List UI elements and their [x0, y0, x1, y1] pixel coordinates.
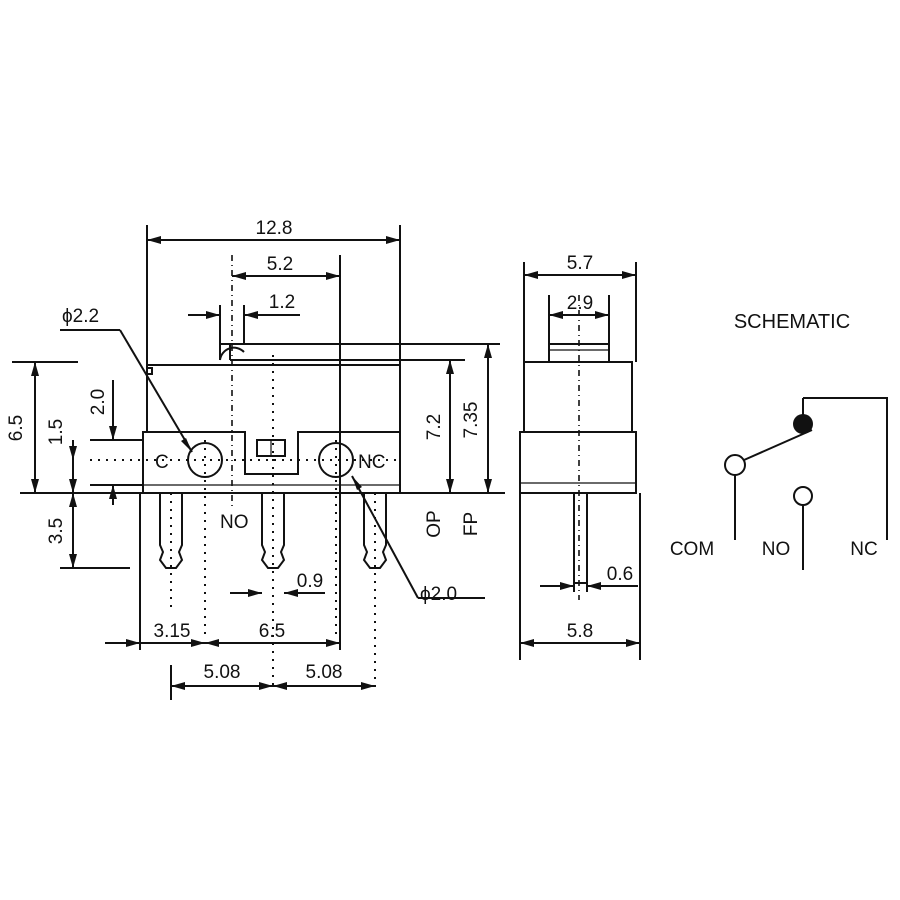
dim-pitch-right: 5.08: [306, 662, 343, 683]
dim-plunger-width: 2.9: [567, 293, 593, 314]
dim-pin-width: 0.9: [297, 571, 323, 592]
dim-overall-length: 12.8: [256, 218, 293, 239]
side-body-outline: [519, 343, 637, 584]
dim-actuator-width: 1.2: [269, 292, 295, 313]
actuator-lever: [219, 343, 445, 457]
dim-top-width: 5.7: [567, 253, 593, 274]
schematic-label-no: NO: [762, 539, 791, 560]
dim-body-height: 6.5: [6, 415, 27, 441]
dim-actuator-rise: 2.0: [88, 389, 109, 415]
dim-hole-dia-com: ϕ2.2: [62, 306, 99, 327]
schematic-label-com: COM: [670, 539, 714, 560]
dim-fp-height: 7.35: [461, 402, 482, 439]
dim-pitch-left: 5.08: [204, 662, 241, 683]
schematic-symbol: [724, 397, 888, 570]
label-fp: FP: [461, 512, 482, 536]
dim-com-to-nc: 6.5: [259, 621, 285, 642]
no-contact-circle: [793, 486, 813, 506]
schematic-label-nc: NC: [850, 539, 877, 560]
com-contact-circle: [724, 454, 746, 476]
schematic-title: SCHEMATIC: [734, 311, 850, 333]
dim-base-width: 5.8: [567, 621, 593, 642]
nc-contact-dot: [793, 414, 813, 434]
schematic: SCHEMATIC COM NO NC: [670, 311, 888, 570]
dim-hole-offset: 1.5: [46, 419, 67, 445]
dim-lever-offset: 5.2: [267, 254, 293, 275]
dim-op-height: 7.2: [424, 414, 445, 440]
dim-hole-dia-nc: ϕ2.0: [420, 584, 457, 605]
side-view: 5.7 2.9 0.6 5.8: [519, 253, 641, 660]
dim-pin-thickness: 0.6: [607, 564, 633, 585]
nc-mounting-hole: [318, 442, 354, 478]
label-no: NO: [220, 512, 249, 533]
label-op: OP: [424, 510, 445, 537]
front-view: 12.8 5.2 1.2 ϕ2.2 ϕ2.0 6.5 1.5 2.0 3.5 7…: [6, 218, 505, 700]
dim-pin-length: 3.5: [46, 518, 67, 544]
label-nc: NC: [358, 452, 385, 473]
terminal-pins: [158, 493, 388, 569]
label-com: C: [155, 452, 169, 473]
switch-body-outline: [142, 364, 401, 494]
dim-edge-to-com: 3.15: [154, 621, 191, 642]
